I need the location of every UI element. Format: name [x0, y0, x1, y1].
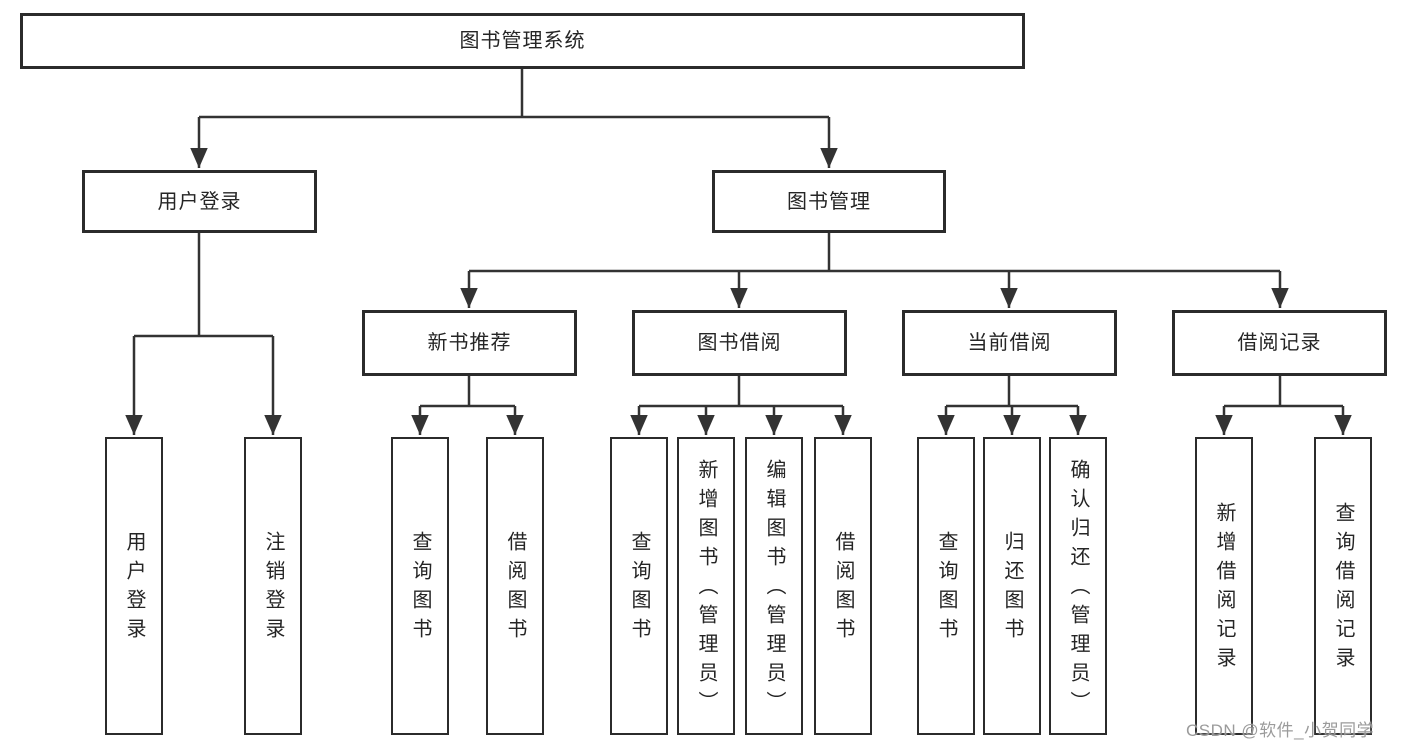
node-current-borrowing: 当前借阅	[902, 310, 1117, 376]
leaf-add-books-admin: 新增图书（管理员）	[677, 437, 735, 735]
leaf-return-books: 归还图书	[983, 437, 1041, 735]
node-book-borrowing: 图书借阅	[632, 310, 847, 376]
leaf-current-query-books: 查询图书	[917, 437, 975, 735]
leaf-add-borrow-record: 新增借阅记录	[1195, 437, 1253, 735]
leaf-logout: 注销登录	[244, 437, 302, 735]
node-new-book-recommendation: 新书推荐	[362, 310, 577, 376]
leaf-query-borrow-record: 查询借阅记录	[1314, 437, 1372, 735]
leaf-borrowing-borrow-books: 借阅图书	[814, 437, 872, 735]
node-book-management-branch: 图书管理	[712, 170, 946, 233]
leaf-recommend-borrow-books: 借阅图书	[486, 437, 544, 735]
node-user-login-branch: 用户登录	[82, 170, 317, 233]
leaf-user-login: 用户登录	[105, 437, 163, 735]
node-library-management-system: 图书管理系统	[20, 13, 1025, 69]
leaf-borrowing-query-books: 查询图书	[610, 437, 668, 735]
leaf-recommend-query-books: 查询图书	[391, 437, 449, 735]
leaf-confirm-return-admin: 确认归还（管理员）	[1049, 437, 1107, 735]
csdn-watermark: CSDN @软件_小贺同学	[1186, 721, 1375, 740]
leaf-edit-books-admin: 编辑图书（管理员）	[745, 437, 803, 735]
node-borrowing-records: 借阅记录	[1172, 310, 1387, 376]
